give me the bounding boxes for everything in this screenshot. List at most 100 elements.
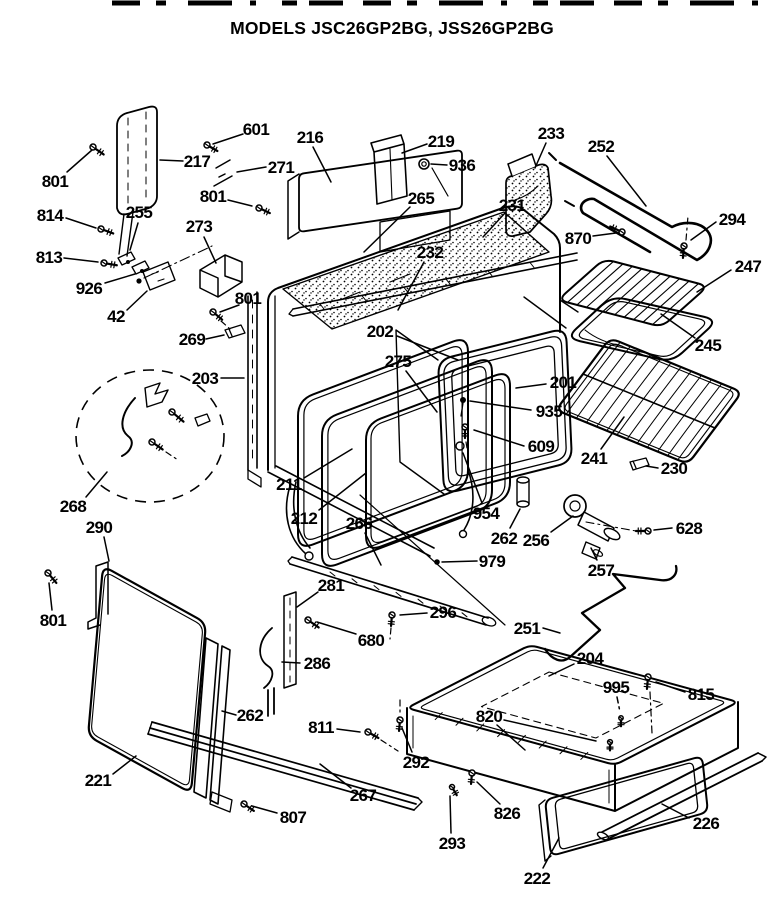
vent-trim-266: [287, 556, 497, 627]
drawer-rail-267: [147, 721, 423, 811]
screw-801-c: [209, 308, 231, 330]
screw-294: [679, 215, 689, 260]
part-label-954: 954: [473, 504, 501, 523]
part-label-870: 870: [565, 229, 592, 248]
top-bracket-265: [288, 252, 578, 317]
part-label-286: 286: [304, 654, 331, 673]
part-label-807: 807: [280, 808, 307, 827]
door-panel-212: [321, 359, 493, 567]
screw-815: [643, 673, 653, 734]
front-trim-203: [247, 291, 262, 488]
part-label-269: 269: [179, 330, 206, 349]
part-label-211: 211: [276, 475, 302, 494]
screw-680: [304, 616, 320, 630]
roller-954: [455, 441, 465, 451]
part-label-203: 203: [192, 369, 219, 388]
part-label-262: 262: [491, 529, 518, 548]
hinge-parts-255: [117, 251, 150, 275]
part-label-801: 801: [42, 172, 69, 191]
screw-870: [609, 224, 626, 236]
part-label-247: 247: [735, 257, 762, 276]
rear-panel-216: [287, 149, 463, 253]
part-label-811: 811: [308, 718, 334, 737]
part-label-609: 609: [528, 437, 555, 456]
bracket-281: [283, 591, 297, 689]
part-label-217: 217: [184, 152, 211, 171]
part-label-232: 232: [417, 243, 444, 262]
part-label-801: 801: [200, 187, 227, 206]
side-trim-262: [193, 637, 233, 813]
part-label-935: 935: [536, 402, 563, 421]
screw-801-b: [255, 204, 271, 216]
part-label-273: 273: [186, 217, 213, 236]
pin-979: [434, 559, 440, 565]
clip-269: [224, 324, 246, 339]
part-label-813: 813: [36, 248, 63, 267]
rear-panel-219: [370, 134, 408, 205]
part-label-680: 680: [358, 631, 385, 650]
pin-926: [136, 245, 213, 284]
part-label-233: 233: [538, 124, 565, 143]
part-label-815: 815: [688, 685, 715, 704]
screw-628: [634, 527, 652, 535]
part-label-202: 202: [367, 322, 394, 341]
screws-826: [448, 769, 476, 797]
oven-rack-241: [558, 339, 740, 463]
vent-duct-233: [505, 153, 553, 237]
part-label-266: 266: [346, 514, 373, 533]
oven-liner-201: [395, 296, 573, 495]
part-label-826: 826: [494, 804, 521, 823]
part-label-252: 252: [588, 137, 615, 156]
screw-601: [203, 141, 219, 154]
part-label-42: 42: [107, 307, 125, 326]
side-panel-221: [87, 568, 207, 791]
part-label-292: 292: [403, 753, 430, 772]
page-title: MODELS JSC26GP2BG, JSS26GP2BG: [230, 18, 554, 38]
handle-bar-226: [596, 752, 767, 841]
part-label-226: 226: [693, 814, 720, 833]
door-hinge-arms: [285, 469, 474, 561]
part-label-231: 231: [499, 196, 526, 215]
drawer-front-222: [538, 756, 709, 862]
screw-995: [617, 715, 625, 728]
part-label-926: 926: [76, 279, 103, 298]
screw-811: [364, 728, 399, 752]
bracket-271: [213, 159, 233, 187]
wiring-detail-inset-268: [75, 369, 225, 503]
leader-line-979: [359, 494, 506, 626]
part-label-601: 601: [243, 120, 270, 139]
part-label-267: 267: [350, 786, 377, 805]
part-label-230: 230: [661, 459, 688, 478]
part-label-281: 281: [318, 576, 345, 595]
part-label-820: 820: [476, 707, 503, 726]
screw-801-bottom: [44, 569, 58, 585]
screw-807: [240, 800, 255, 813]
standoff-262: [516, 476, 530, 508]
bake-element-252: [548, 152, 713, 262]
part-label-628: 628: [676, 519, 703, 538]
part-label-275: 275: [385, 352, 412, 371]
nut-936: [418, 158, 430, 170]
clip-230: [629, 457, 650, 471]
part-label-995: 995: [603, 678, 630, 697]
screw-296: [387, 611, 396, 640]
part-label-294: 294: [719, 210, 747, 229]
drawer-body-204: [406, 645, 739, 812]
part-label-268: 268: [60, 497, 87, 516]
gas-pipe-251: [543, 564, 678, 662]
screw-813: [100, 259, 118, 269]
part-label-293: 293: [439, 834, 466, 853]
bracket-290: [87, 561, 109, 630]
part-label-245: 245: [695, 336, 722, 355]
part-label-204: 204: [577, 649, 605, 668]
part-label-257: 257: [588, 561, 615, 580]
part-label-296: 296: [430, 603, 457, 622]
part-label-251: 251: [514, 619, 541, 638]
hinge-support-217: [116, 105, 158, 257]
part-label-256: 256: [523, 531, 550, 550]
part-label-290: 290: [86, 518, 113, 537]
